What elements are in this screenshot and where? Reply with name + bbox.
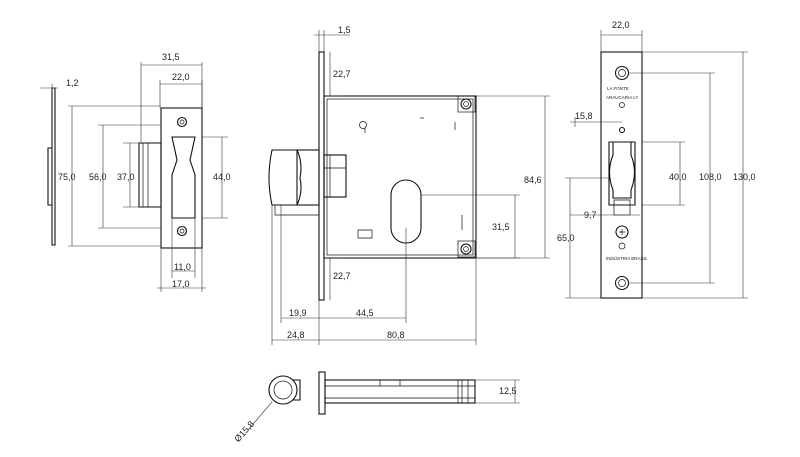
case-screw-top — [457, 95, 476, 113]
strike-view: 31,5 22,0 1,2 75,0 56,0 37,0 44,0 11,0 1… — [40, 52, 231, 292]
dim-lock-latch-projection: 24,8 — [287, 330, 305, 340]
dim-strike-height: 75,0 — [58, 172, 76, 182]
faceplate-top-hole — [614, 65, 630, 81]
dim-strike-inner-height: 56,0 — [89, 172, 107, 182]
dim-top-diameter: Ø15,8 — [232, 419, 256, 444]
dim-strike-opening-height: 37,0 — [117, 172, 135, 182]
dim-face-small-offset: 9,7 — [584, 210, 597, 220]
faceplate-model: ARAUCARIA LY — [606, 95, 638, 100]
strike-side-profile — [47, 87, 56, 246]
dim-face-top-hole: 15,8 — [575, 111, 593, 121]
lock-latch-bolt — [268, 149, 302, 206]
case-screw-bottom — [457, 240, 476, 258]
dim-face-total-height: 130,0 — [733, 172, 756, 182]
lock-key-opening — [390, 179, 422, 244]
lock-body-view: 1,5 22,7 84,6 31,5 22,7 19,9 44,5 24,8 8… — [268, 25, 550, 345]
dim-strike-plate-width: 22,0 — [172, 72, 190, 82]
faceplate-bottom-hole — [614, 275, 630, 291]
dim-face-hole-spacing: 108,0 — [699, 172, 722, 182]
dim-strike-offset: 1,2 — [66, 78, 79, 88]
dim-lock-case-width: 80,8 — [387, 330, 405, 340]
dim-lock-plate-thickness: 1,5 — [338, 25, 351, 35]
dim-strike-bottom-inner: 11,0 — [174, 262, 191, 272]
faceplate-origin: INDÚSTRIA BRASIL — [606, 255, 648, 261]
dim-lock-bottom-offset: 22,7 — [333, 271, 351, 281]
faceplate — [600, 51, 643, 299]
dim-lock-latch-to-key: 31,5 — [492, 222, 510, 232]
lock-faceplate-strip — [318, 51, 325, 301]
top-view-faceplate — [318, 371, 326, 415]
faceplate-key-hole — [615, 225, 629, 239]
top-view-latch-round — [268, 375, 298, 405]
dim-top-thickness: 12,5 — [499, 386, 517, 396]
lock-case — [323, 95, 477, 259]
dim-face-lower-offset: 65,0 — [557, 233, 575, 243]
strike-bottom-hole — [176, 225, 188, 237]
dim-lock-top-offset: 22,7 — [333, 69, 351, 79]
dim-lock-latch-depth: 19,9 — [289, 308, 307, 318]
dim-face-latch-height: 40,0 — [669, 172, 687, 182]
strike-keeper-body — [138, 142, 162, 208]
faceplate-brand: LA FONTE — [607, 86, 629, 91]
dim-face-width: 22,0 — [612, 20, 630, 30]
faceplate-small-hole — [618, 126, 626, 134]
strike-latch-opening — [171, 136, 196, 219]
lock-deadbolt-stub — [323, 154, 347, 198]
faceplate-view: LA FONTE ARAUCARIA LY INDÚSTRIA BRASIL 2… — [557, 20, 756, 299]
dim-lock-height: 84,6 — [524, 175, 542, 185]
top-view: Ø15,8 12,5 — [232, 371, 520, 444]
dim-strike-keeper-height: 44,0 — [213, 172, 231, 182]
dim-lock-backset: 44,5 — [356, 308, 374, 318]
dim-strike-total-width: 31,5 — [162, 52, 180, 62]
strike-top-hole — [176, 116, 188, 128]
dim-strike-bottom-total: 17,0 — [172, 279, 190, 289]
